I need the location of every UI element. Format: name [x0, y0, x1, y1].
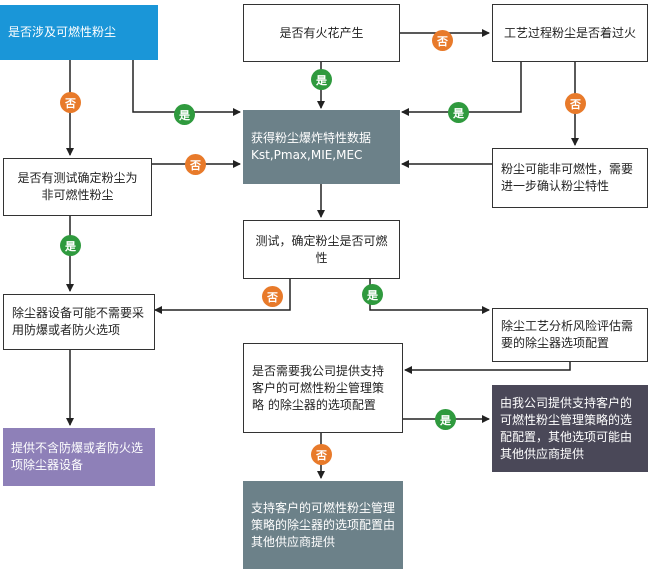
- edge-dust-to-data: [132, 60, 241, 116]
- badge-no-test: 否: [185, 154, 206, 175]
- node-process-ignite: 工艺过程粉尘是否着过火: [492, 4, 648, 62]
- badge-no-testflam: 否: [262, 286, 283, 307]
- node-need-support: 是否需要我公司提供支持客户的可燃性粉尘管理策略 的除尘器的选项配置: [243, 343, 403, 433]
- edge-process-to-data: [401, 62, 522, 116]
- badge-yes-need: 是: [435, 409, 456, 430]
- node-maybe-nonflammable: 粉尘可能非可燃性，需要进一步确认粉尘特性: [492, 148, 648, 208]
- edge-testflam-to-noex: [154, 279, 291, 314]
- node-risk-assessment: 除尘工艺分析风险评估需要的除尘器选项配置: [492, 308, 648, 362]
- badge-yes-dust: 是: [174, 104, 195, 125]
- badge-no-spark: 否: [432, 30, 453, 51]
- node-spark: 是否有火花产生: [243, 4, 400, 62]
- edge-risk-to-need: [404, 362, 571, 374]
- edge-testflam-to-risk: [369, 279, 490, 314]
- node-test-flammable: 测试，确定粉尘是否可燃性: [243, 220, 400, 279]
- badge-yes-process: 是: [448, 102, 469, 123]
- node-no-explosion-proof: 除尘器设备可能不需要采用防爆或者防火选项: [3, 294, 155, 350]
- badge-yes-testflam: 是: [362, 284, 383, 305]
- badge-no-need: 否: [311, 444, 332, 465]
- badge-yes-test: 是: [60, 235, 81, 256]
- node-get-data: 获得粉尘爆炸特性数据 Kst,Pmax,MIE,MEC: [243, 110, 400, 184]
- node-our-company: 由我公司提供支持客户的可燃性粉尘管理策略的选配配置，其他选项可能由其他供应商提供: [492, 385, 648, 472]
- badge-yes-spark: 是: [311, 69, 332, 90]
- node-dust-involved: 是否涉及可燃性粉尘: [0, 5, 158, 60]
- badge-no-dust: 否: [60, 92, 81, 113]
- node-other-supplier: 支持客户的可燃性粉尘管理策略的除尘器的选项配置由其他供应商提供: [243, 481, 403, 569]
- node-test-confirmed: 是否有测试确定粉尘为非可燃性粉尘: [3, 158, 152, 216]
- badge-no-process: 否: [565, 93, 586, 114]
- node-provide-plain: 提供不含防爆或者防火选项除尘器设备: [3, 428, 155, 486]
